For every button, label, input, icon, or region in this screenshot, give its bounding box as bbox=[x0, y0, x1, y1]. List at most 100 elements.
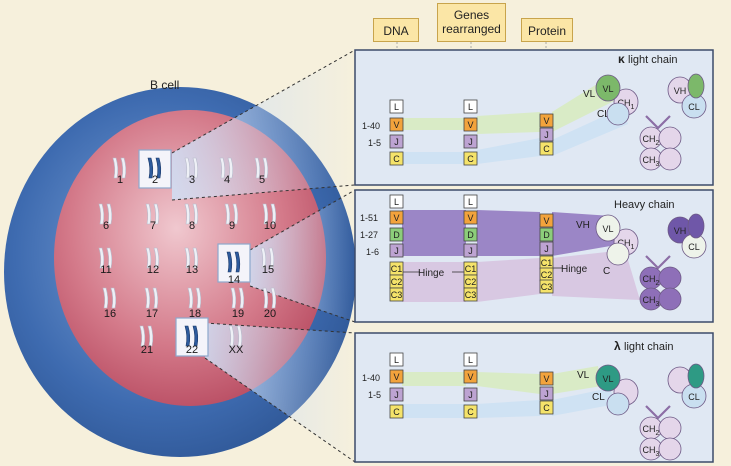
svg-text:V: V bbox=[543, 116, 549, 126]
svg-text:L: L bbox=[468, 197, 473, 207]
svg-text:V: V bbox=[467, 372, 473, 382]
heavy-rearranged-segment-l: L bbox=[463, 194, 478, 209]
lambda-rearranged-segment-v: V bbox=[463, 369, 478, 384]
chromosome-label: 19 bbox=[232, 308, 244, 320]
svg-text:V: V bbox=[467, 213, 473, 223]
svg-text:C: C bbox=[393, 407, 400, 417]
heavy-rearranged-segment-v: V bbox=[463, 210, 478, 225]
svg-text:C3: C3 bbox=[541, 282, 553, 292]
svg-text:CH3: CH3 bbox=[643, 295, 660, 308]
chromosome-label: 4 bbox=[224, 174, 230, 186]
dna-header: DNA bbox=[373, 18, 419, 42]
heavy-ch3-right bbox=[658, 437, 682, 461]
kappa-dna-segment-c: C bbox=[389, 151, 404, 166]
svg-text:C: C bbox=[467, 407, 474, 417]
svg-text:VL: VL bbox=[602, 224, 613, 234]
svg-text:V: V bbox=[543, 374, 549, 384]
heavy-dna-segment-c3: C3 bbox=[389, 287, 404, 302]
chromosome-xx: XX bbox=[228, 325, 244, 356]
svg-text:C1: C1 bbox=[465, 264, 477, 274]
chromosome-8: 8 bbox=[184, 203, 199, 232]
heavy-ch3-left: CH3 bbox=[639, 147, 663, 171]
kappa-region-vl: VL bbox=[583, 89, 596, 100]
svg-text:VH: VH bbox=[674, 86, 687, 96]
svg-text:VH: VH bbox=[674, 226, 687, 236]
chromosome-label: 1 bbox=[117, 174, 123, 186]
svg-text:L: L bbox=[468, 102, 473, 112]
lambda-title: light chain bbox=[624, 341, 674, 353]
svg-text:C: C bbox=[543, 403, 550, 413]
chromosome-6: 6 bbox=[98, 203, 113, 232]
kappa-symbol: κ bbox=[618, 52, 625, 66]
chromosome-label: 12 bbox=[147, 264, 159, 276]
chromosome-14: 14 bbox=[217, 243, 251, 286]
svg-text:D: D bbox=[393, 230, 400, 240]
heavy-count-j: 1-6 bbox=[366, 247, 379, 257]
chromosome-5: 5 bbox=[254, 157, 269, 186]
chromosome-label: 16 bbox=[104, 308, 116, 320]
projection-lambda bbox=[205, 323, 355, 462]
projection-heavy bbox=[250, 190, 355, 322]
chromosome-12: 12 bbox=[145, 247, 159, 276]
genes-rearranged-header: Genes rearranged bbox=[437, 3, 506, 42]
lambda-protein-segment-j: J bbox=[539, 386, 554, 401]
lambda-symbol: λ bbox=[614, 339, 621, 353]
b-cell-label: B cell bbox=[150, 78, 179, 92]
lambda-dna-segment-l: L bbox=[389, 352, 404, 367]
svg-text:C: C bbox=[543, 144, 550, 154]
chromosome-11: 11 bbox=[98, 247, 113, 276]
lambda-rearranged-segment-l: L bbox=[463, 352, 478, 367]
projection-fans bbox=[171, 49, 356, 463]
lambda-count-j: 1-5 bbox=[368, 390, 381, 400]
heavy-dna-segment-d: D bbox=[389, 227, 404, 242]
lambda-count-v: 1-40 bbox=[362, 373, 380, 383]
svg-text:V: V bbox=[543, 216, 549, 226]
lambda-protein-segment-c: C bbox=[539, 400, 554, 415]
lambda-protein-segment-v: V bbox=[539, 371, 554, 386]
heavy-dna-segment-c1: C1 bbox=[389, 261, 404, 276]
svg-text:CL: CL bbox=[688, 242, 700, 252]
heavy-rearranged-segment-j: J bbox=[463, 243, 478, 258]
heavy-rearranged-segment-c2: C2 bbox=[463, 274, 478, 289]
kappa-protein-segment-v: V bbox=[539, 113, 554, 128]
svg-text:C: C bbox=[467, 154, 474, 164]
svg-text:CH2: CH2 bbox=[643, 134, 660, 147]
svg-text:C: C bbox=[393, 154, 400, 164]
heavy-ch2-left: CH2 bbox=[639, 416, 663, 440]
chromosome-label: 11 bbox=[100, 264, 111, 276]
heavy-hinge-label-protein: Hinge bbox=[561, 264, 588, 275]
heavy-ch3-right bbox=[658, 147, 682, 171]
heavy-protein-segment-v: V bbox=[539, 213, 554, 228]
chromosome-22: 22 bbox=[175, 317, 209, 357]
light-vl-left: VL bbox=[595, 74, 621, 102]
svg-text:V: V bbox=[393, 120, 399, 130]
light-vl-right bbox=[687, 73, 705, 99]
svg-text:J: J bbox=[468, 137, 473, 147]
svg-text:CH2: CH2 bbox=[643, 274, 660, 287]
lambda-dna-segment-v: V bbox=[389, 369, 404, 384]
heavy-rearranged-segment-c3: C3 bbox=[463, 287, 478, 302]
lambda-dna-segment-j: J bbox=[389, 387, 404, 402]
heavy-vh-right: VH bbox=[667, 76, 693, 104]
lambda-rearranged-segment-c: C bbox=[463, 404, 478, 419]
svg-text:VL: VL bbox=[602, 374, 613, 384]
svg-text:VL: VL bbox=[602, 84, 613, 94]
kappa-count-v: 1-40 bbox=[362, 121, 380, 131]
chromosome-2: 2 bbox=[138, 149, 172, 189]
svg-text:J: J bbox=[394, 390, 399, 400]
light-cl-left bbox=[606, 392, 630, 416]
svg-text:J: J bbox=[394, 137, 399, 147]
chromosome-label: 13 bbox=[186, 264, 198, 276]
chromosome-label: 5 bbox=[259, 174, 265, 186]
light-vl-right bbox=[687, 363, 705, 389]
genes-rearranged-line2: rearranged bbox=[442, 22, 501, 36]
svg-text:C3: C3 bbox=[465, 290, 477, 300]
kappa-title: light chain bbox=[628, 54, 678, 66]
chromosome-label: 21 bbox=[141, 344, 153, 356]
heavy-title: Heavy chain bbox=[614, 199, 675, 211]
svg-text:CH3: CH3 bbox=[643, 155, 660, 168]
chromosome-label: 8 bbox=[189, 220, 195, 232]
